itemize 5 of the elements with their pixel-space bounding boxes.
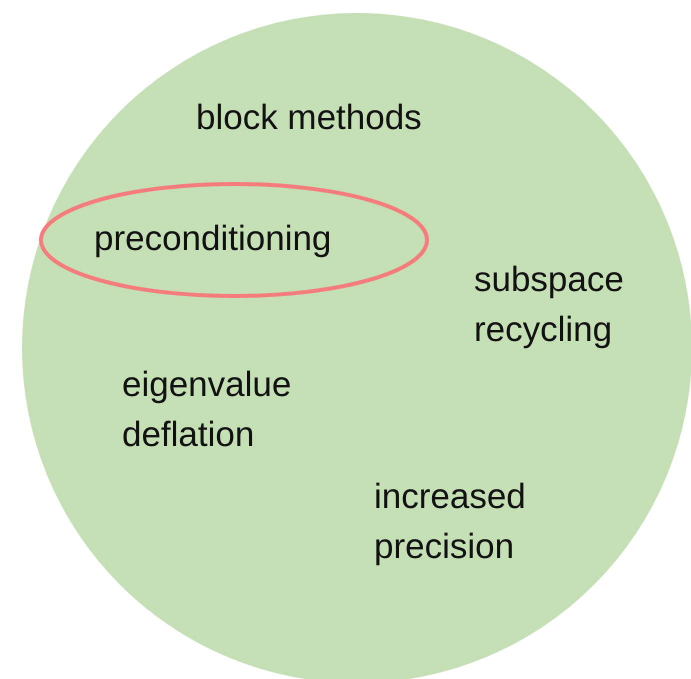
text-label: eigenvalue deflation: [122, 364, 292, 456]
text-label: block methods: [196, 97, 423, 139]
text-label: increased precision: [374, 476, 527, 568]
text-label: subspace recycling: [474, 259, 625, 351]
text-label: preconditioning: [94, 218, 332, 260]
